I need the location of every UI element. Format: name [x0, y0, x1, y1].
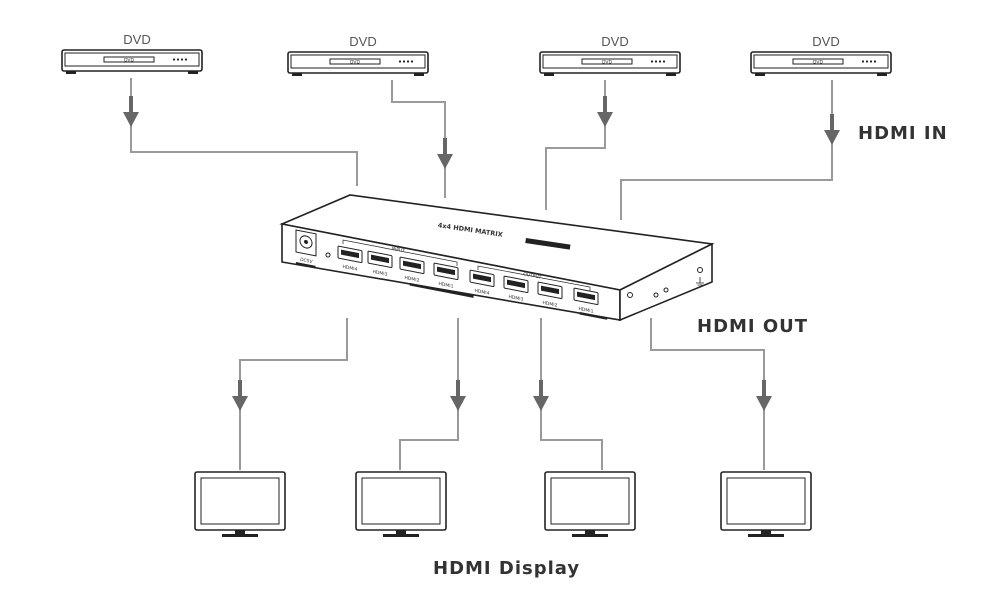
- input-cable-4: [620, 80, 833, 220]
- source-label: DVD: [123, 32, 150, 47]
- source-label: DVD: [349, 34, 376, 49]
- disc-tray-label: DVD: [350, 59, 360, 65]
- output-cables: [239, 318, 765, 470]
- dvd-player: DVD DVD: [539, 34, 681, 76]
- source-label: DVD: [812, 34, 839, 49]
- output-port-label: HDMI1: [579, 306, 594, 315]
- output-port-label: HDMI4: [475, 288, 490, 297]
- output-port-label: HDMI3: [509, 294, 524, 303]
- disc-tray-label: DVD: [813, 59, 823, 65]
- hdmi-output-port-3: HDMI3: [503, 275, 529, 303]
- ir-port-icon: [653, 292, 659, 298]
- arrow-down-icon: [123, 96, 139, 127]
- dvd-player: DVD DVD: [61, 32, 203, 74]
- input-port-label: HDMI2: [405, 275, 420, 284]
- hdmi-input-port-1: HDMI1: [433, 262, 459, 290]
- arrow-down-icon: [437, 138, 453, 169]
- arrow-down-icon: [450, 380, 466, 411]
- hdmi-out-label: HDMI OUT: [697, 316, 808, 337]
- input-cable-3: [545, 80, 606, 210]
- ir-port-icon: [663, 287, 669, 293]
- arrow-down-icon: [232, 380, 248, 411]
- output-cable-2: [399, 318, 459, 470]
- power-port: [295, 229, 317, 257]
- hdmi-display-label: HDMI Display: [433, 558, 580, 579]
- input-port-label: HDMI1: [439, 281, 454, 290]
- matrix-brand-plate: [525, 238, 571, 250]
- arrow-down-icon: [533, 380, 549, 411]
- input-cable-2: [391, 80, 446, 198]
- hdmi-matrix-switcher: 4x4 HDMI MATRIX DC5V INPUT HDMI4 HDMI3 H…: [279, 194, 715, 322]
- source-label: DVD: [601, 34, 628, 49]
- hdmi-input-port-2: HDMI2: [399, 256, 425, 284]
- output-port-label: HDMI2: [543, 300, 558, 309]
- hdmi-input-port-3: HDMI3: [367, 250, 393, 278]
- input-cable-1: [130, 78, 358, 186]
- dvd-player: DVD DVD: [287, 34, 429, 76]
- disc-tray-label: DVD: [602, 59, 612, 65]
- hdmi-display-monitor: [355, 471, 447, 537]
- power-led-icon: [325, 252, 331, 258]
- arrow-down-icon: [824, 114, 840, 145]
- output-arrows: [232, 380, 772, 411]
- input-port-label: HDMI3: [373, 269, 388, 278]
- hdmi-display-monitor: [720, 471, 812, 537]
- output-cable-3: [540, 318, 603, 470]
- arrow-down-icon: [756, 380, 772, 411]
- hdmi-input-port-4: HDMI4: [337, 245, 363, 273]
- disc-tray-label: DVD: [124, 57, 134, 63]
- ground-icon: [696, 277, 704, 288]
- hdmi-output-port-2: HDMI2: [537, 281, 563, 309]
- hdmi-display-monitor: [194, 471, 286, 537]
- input-arrows: [123, 96, 840, 169]
- hdmi-output-port-4: HDMI4: [469, 269, 495, 297]
- hdmi-display-monitor: [544, 471, 636, 537]
- dvd-player: DVD DVD: [750, 34, 892, 76]
- output-group-label: OUTPUT: [523, 271, 542, 280]
- matrix-side-face: [619, 242, 713, 322]
- hdmi-output-port-1: HDMI1: [573, 287, 599, 315]
- input-group-label: INPUT: [391, 246, 406, 255]
- power-port-label: DC5V: [299, 257, 313, 265]
- arrow-down-icon: [597, 96, 613, 127]
- screw-icon: [697, 267, 703, 273]
- output-cable-4: [650, 318, 765, 470]
- screw-icon: [627, 292, 633, 298]
- output-cable-1: [239, 318, 348, 470]
- input-port-label: HDMI4: [343, 264, 358, 273]
- hdmi-in-label: HDMI IN: [858, 123, 948, 144]
- input-cables: [130, 78, 833, 220]
